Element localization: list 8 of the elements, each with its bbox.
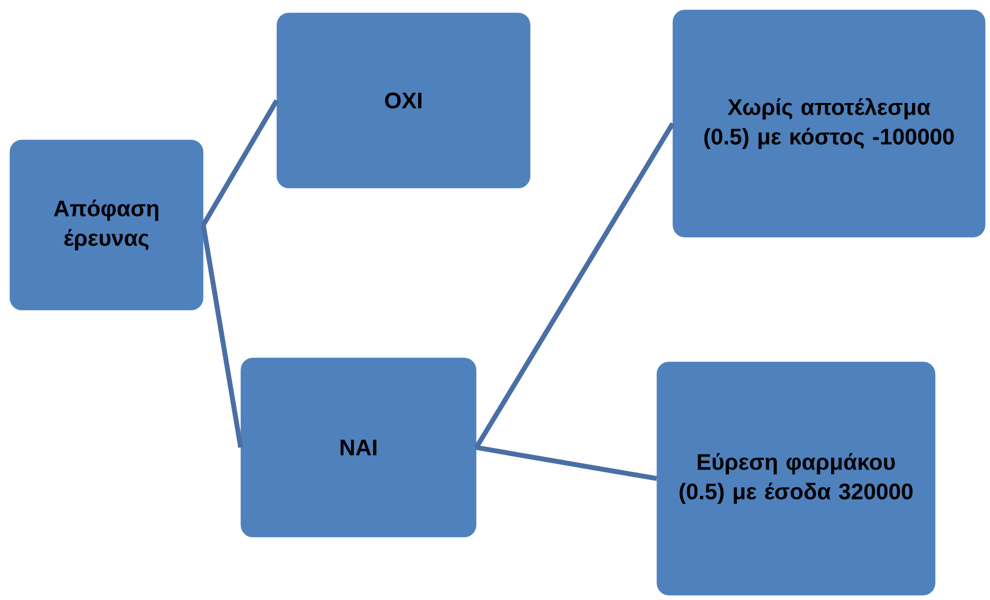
process-box: ΟΧΙ xyxy=(276,12,530,188)
process-box: Απόφαση έρευνας xyxy=(10,140,204,310)
process-box: Χωρίς αποτέλεσμα (0.5) με κόστος -100000 xyxy=(672,10,986,238)
connector-line xyxy=(476,445,658,481)
connector-line xyxy=(201,99,279,226)
connector-line xyxy=(474,122,675,449)
process-box: Εύρεση φαρμάκου (0.5) με έσοδα 320000 xyxy=(656,362,936,596)
process-box: ΝΑΙ xyxy=(240,358,476,538)
